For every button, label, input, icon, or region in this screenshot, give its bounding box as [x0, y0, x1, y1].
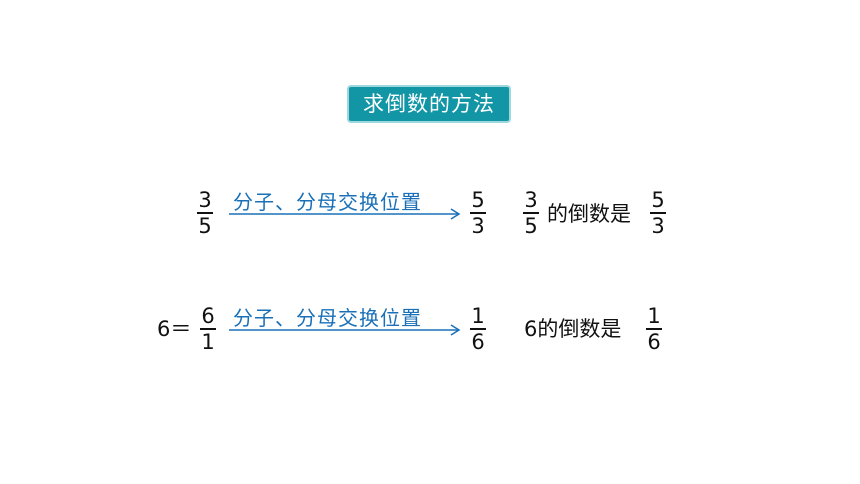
denominator: 6: [471, 329, 485, 354]
denominator: 3: [651, 213, 665, 238]
row1-statement-result: 5 3: [646, 188, 670, 238]
row1-result-fraction: 5 3: [466, 188, 490, 238]
numerator: 1: [647, 304, 661, 328]
row1-statement-text: 的倒数是: [547, 202, 631, 226]
row2-left-fraction: 6 1: [196, 304, 220, 354]
row2-prefix: 6＝: [157, 317, 192, 341]
fraction-bar: [470, 328, 486, 330]
numerator: 5: [471, 188, 485, 212]
numerator: 3: [198, 188, 212, 212]
row1-left-fraction: 3 5: [193, 188, 217, 238]
numerator: 1: [471, 304, 485, 328]
fraction-bar: [200, 328, 216, 330]
fraction-bar: [646, 328, 662, 330]
numerator: 5: [651, 188, 665, 212]
denominator: 3: [471, 213, 485, 238]
fraction-bar: [523, 212, 539, 214]
numerator: 6: [201, 304, 215, 328]
denominator: 5: [524, 213, 538, 238]
denominator: 1: [201, 329, 215, 354]
fraction-bar: [470, 212, 486, 214]
denominator: 5: [198, 213, 212, 238]
row1-statement-fraction: 3 5: [519, 188, 543, 238]
denominator: 6: [647, 329, 661, 354]
fraction-bar: [650, 212, 666, 214]
row2-statement-result: 1 6: [642, 304, 666, 354]
method-title: 求倒数的方法: [347, 85, 511, 123]
row2-arrow-label: 分子、分母交换位置: [233, 306, 422, 330]
numerator: 3: [524, 188, 538, 212]
row2-statement-text: 6的倒数是: [524, 317, 622, 341]
row1-arrow-icon: [229, 208, 461, 220]
fraction-bar: [197, 212, 213, 214]
row2-result-fraction: 1 6: [466, 304, 490, 354]
row1-arrow-label: 分子、分母交换位置: [233, 190, 422, 214]
row2-arrow-icon: [229, 324, 461, 336]
